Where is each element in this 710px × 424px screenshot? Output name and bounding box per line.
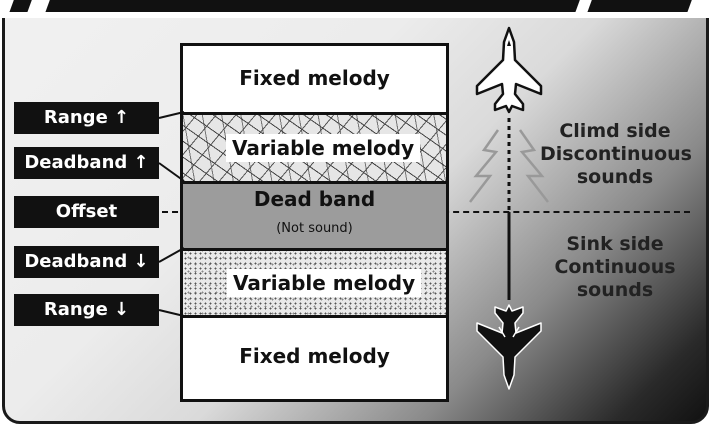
zigzag-icon (518, 129, 549, 203)
jet-icon (475, 26, 543, 114)
title-fragment (0, 0, 710, 18)
band-label: Fixed melody (239, 66, 390, 90)
sink-line: Continuous (554, 256, 676, 278)
sink-line: sounds (576, 279, 654, 301)
band-stack: Fixed melody Variable melody Dead band (… (180, 43, 449, 402)
deadband-down-leader (158, 247, 185, 263)
band-variable-melody-bottom: Variable melody (180, 248, 449, 321)
band-label: Variable melody (226, 134, 421, 162)
band-note: (Not sound) (276, 221, 353, 236)
climb-line: Climd side (559, 120, 671, 142)
band-fixed-melody-bottom: Fixed melody (180, 315, 449, 402)
band-label: Dead band (253, 187, 376, 211)
band-label: Fixed melody (239, 344, 390, 368)
jet-icon (476, 304, 542, 390)
deadband-up-tag: Deadband ↑ (14, 147, 159, 179)
range-up-tag: Range ↑ (14, 102, 159, 134)
deadband-down-tag: Deadband ↓ (14, 246, 159, 278)
sink-side-text: Sink side Continuous sounds (540, 233, 690, 302)
band-label: Variable melody (227, 269, 422, 297)
sink-line: Sink side (566, 233, 664, 255)
climb-line: Discontinuous (540, 143, 692, 165)
range-down-tag: Range ↓ (14, 294, 159, 326)
climb-line: sounds (576, 166, 654, 188)
zigzag-icon (469, 129, 500, 203)
offset-tag: Offset (14, 196, 159, 228)
climb-side-text: Climd side Discontinuous sounds (540, 120, 692, 189)
range-up-leader (158, 111, 185, 119)
band-variable-melody-top: Variable melody (180, 112, 449, 184)
range-down-leader (158, 309, 185, 317)
deadband-up-leader (158, 162, 185, 182)
